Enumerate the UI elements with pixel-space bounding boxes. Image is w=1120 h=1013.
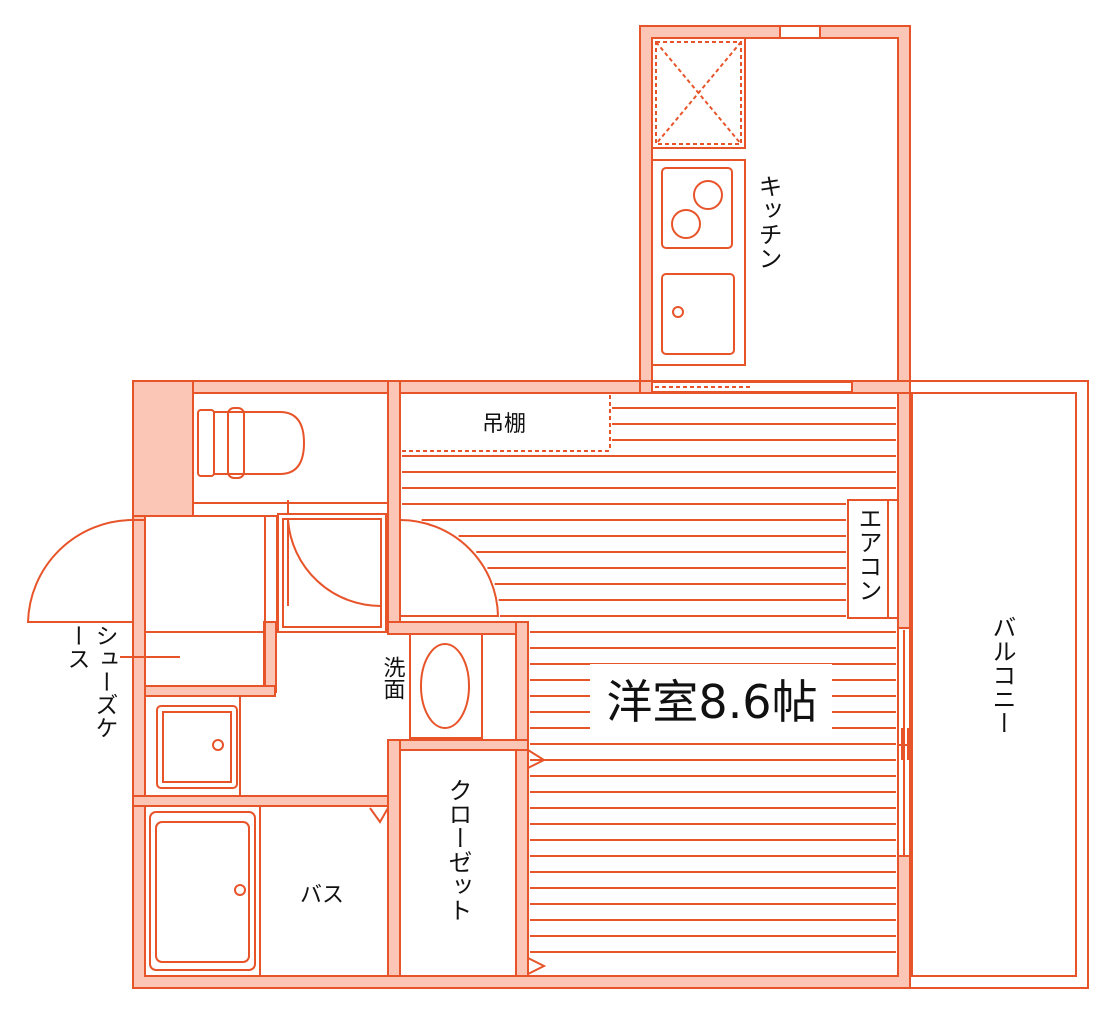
washbasin-label: 洗面	[380, 656, 406, 700]
main-room-label: 洋室8.6帖	[606, 675, 817, 729]
room-labels: 洋室8.6帖 吊棚 キッチン エアコン バルコニー クローゼット バス 洗面	[300, 174, 1016, 922]
aircon-label: エアコン	[854, 506, 882, 602]
closet	[399, 749, 547, 977]
toilet	[192, 392, 389, 504]
bath	[144, 805, 389, 977]
kitchen-fixtures	[651, 37, 746, 366]
hanging-shelf	[402, 395, 611, 452]
aircon-unit	[847, 499, 889, 619]
shoe-case-text: シューズケース	[63, 624, 117, 739]
hanging-shelf-label: 吊棚	[482, 412, 526, 437]
closet-label: クローゼット	[444, 778, 472, 922]
washbasin	[144, 633, 483, 797]
bath-label: バス	[300, 883, 344, 908]
kitchen-label: キッチン	[754, 174, 782, 270]
shoe-case-label: シューズケース	[58, 624, 118, 744]
balcony-label: バルコニー	[988, 615, 1016, 735]
entrance	[26, 500, 500, 687]
floor-plan-linework	[26, 25, 1089, 989]
balcony	[897, 380, 1089, 989]
